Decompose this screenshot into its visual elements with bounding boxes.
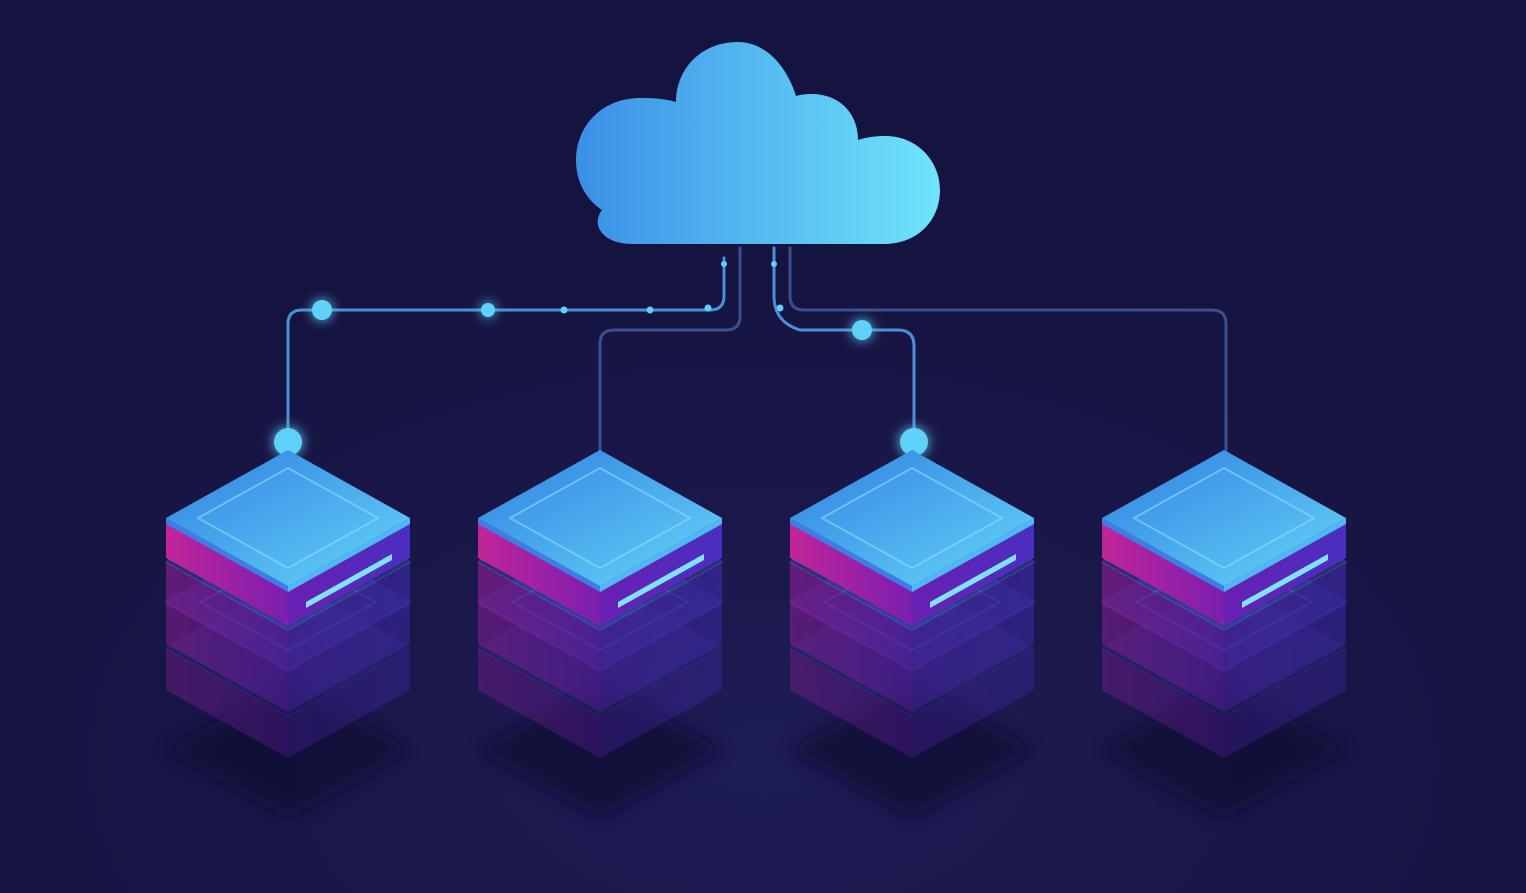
server-stack-icon — [790, 450, 1034, 818]
node-small — [704, 304, 712, 312]
cloud-icon — [576, 42, 940, 244]
node-small — [560, 306, 568, 314]
server-stack-icon — [1102, 450, 1346, 818]
node-small — [646, 306, 654, 314]
node-small — [771, 261, 777, 267]
node-large — [312, 300, 332, 320]
node-small — [721, 261, 727, 267]
connector-nodes — [274, 261, 928, 456]
connector-server-3 — [772, 246, 916, 442]
connector-server-4 — [788, 246, 1228, 454]
node-large — [852, 320, 872, 340]
connector-server-1 — [286, 256, 726, 442]
connector-server-2 — [598, 246, 742, 454]
server-stack-icon — [478, 450, 722, 818]
node-glow-server-1 — [274, 428, 302, 456]
node-small — [776, 304, 784, 312]
node-glow-server-3 — [900, 428, 928, 456]
connector-lines — [286, 246, 1228, 454]
node-medium — [481, 303, 495, 317]
server-stack-icon — [166, 450, 410, 818]
